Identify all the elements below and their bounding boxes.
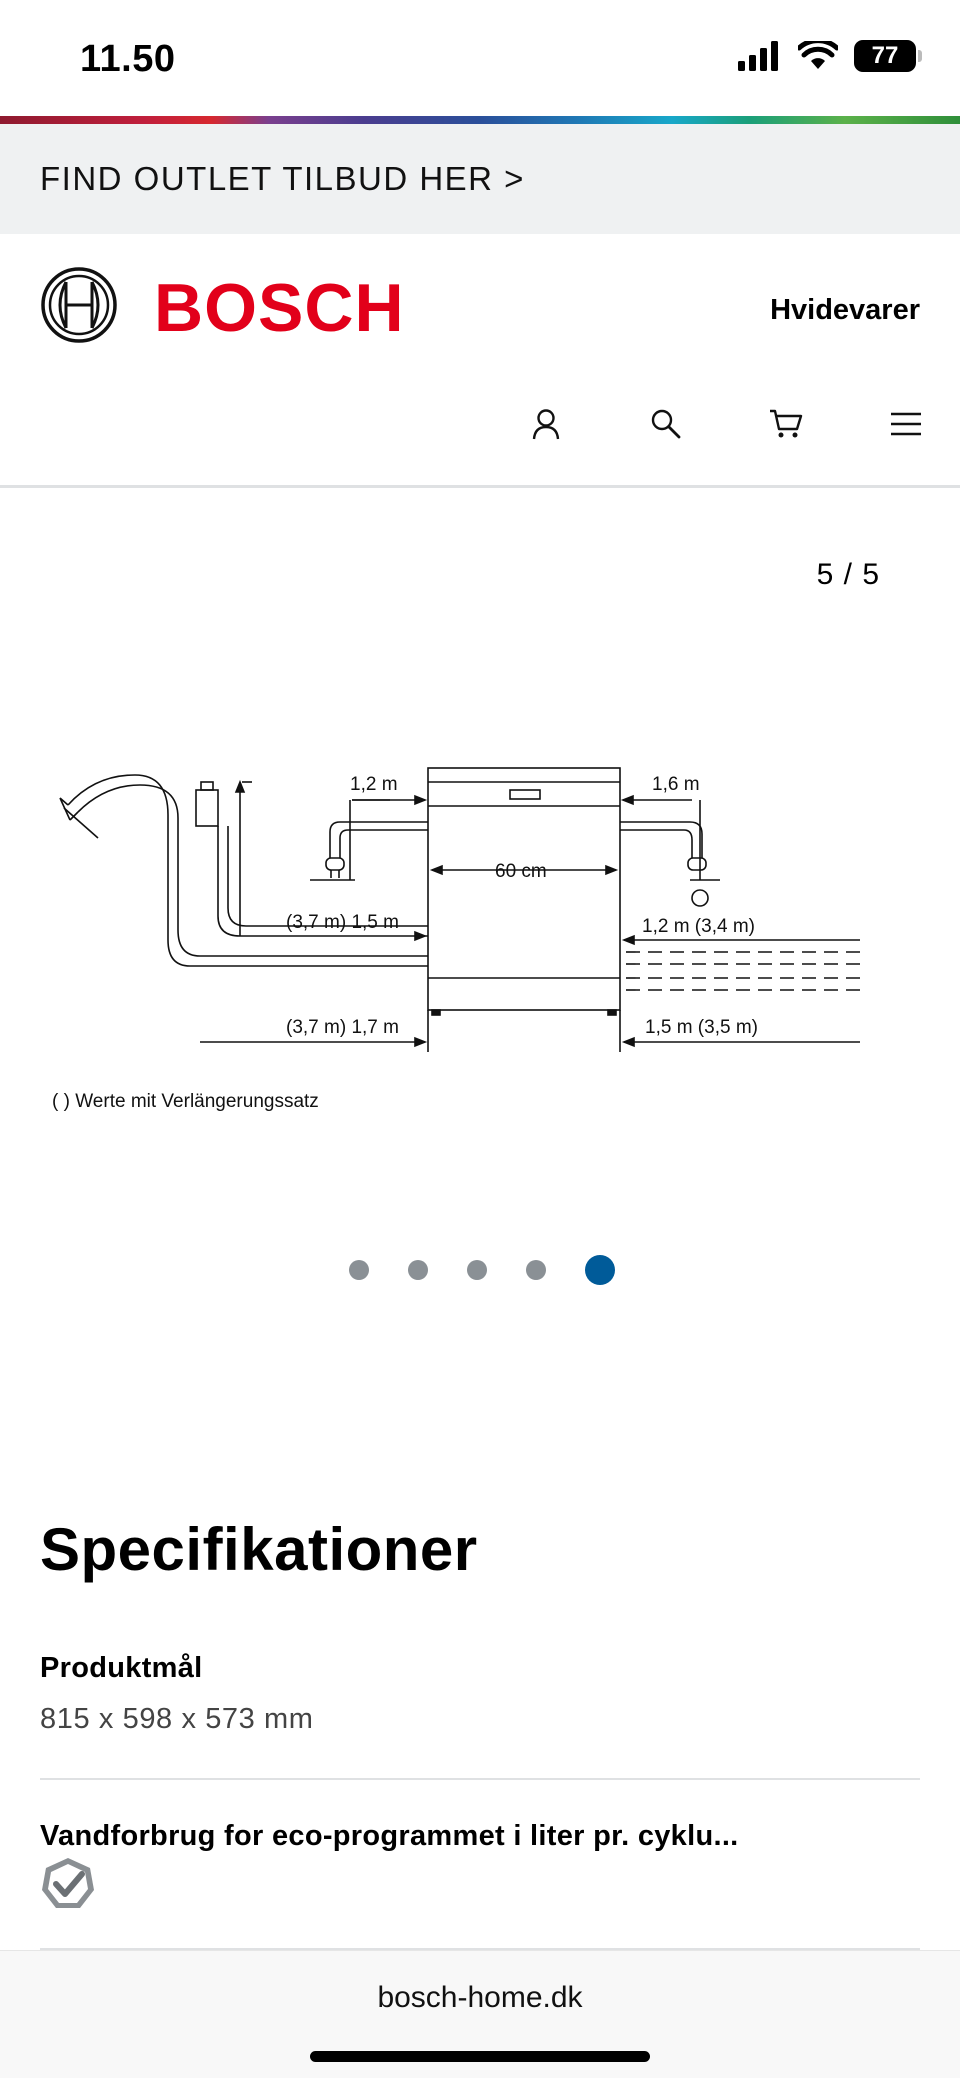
home-indicator[interactable]	[310, 2051, 650, 2062]
diagram-label-left-hose-lower: (3,7 m) 1,7 m	[286, 1017, 399, 1038]
diagram-label-width: 60 cm	[495, 861, 547, 882]
bosch-logo-icon[interactable]	[40, 266, 118, 344]
status-time: 11.50	[80, 38, 176, 80]
spec-divider	[40, 1948, 920, 1950]
gallery-counter: 5 / 5	[816, 558, 880, 591]
search-button[interactable]	[636, 394, 696, 454]
gallery-dot-4[interactable]	[526, 1260, 546, 1280]
site-header: BOSCH Hvidevarer	[0, 234, 960, 488]
wifi-icon	[798, 41, 838, 69]
spec-label: Vandforbrug for eco-programmet i liter p…	[40, 1820, 739, 1852]
diagram-note: ( ) Werte mit Verlängerungssatz	[52, 1091, 319, 1112]
installation-diagram[interactable]: 1,2 m 1,6 m 60 cm (3,7 m) 1,5 m (3,7 m) …	[40, 740, 920, 1120]
spec-divider	[40, 1778, 920, 1780]
trust-badge-icon[interactable]	[40, 1856, 96, 1912]
address-url[interactable]: bosch-home.dk	[377, 1981, 583, 2014]
outlet-promo-link[interactable]: FIND OUTLET TILBUD HER >	[0, 124, 960, 234]
brand-color-strip	[0, 116, 960, 124]
brand-logo-text[interactable]: BOSCH	[154, 270, 405, 346]
diagram-label-right-lower: 1,5 m (3,5 m)	[645, 1017, 758, 1038]
menu-icon	[891, 412, 921, 436]
gallery-dot-1[interactable]	[349, 1260, 369, 1280]
user-icon	[532, 409, 560, 440]
diagram-label-left-hose-upper: (3,7 m) 1,5 m	[286, 912, 399, 933]
battery-icon: 77	[854, 40, 922, 72]
gallery-dot-2[interactable]	[408, 1260, 428, 1280]
browser-address-bar[interactable]: bosch-home.dk	[0, 1950, 960, 2078]
signal-icon	[738, 41, 778, 71]
gallery-dot-3[interactable]	[467, 1260, 487, 1280]
spec-label: Produktmål	[40, 1652, 203, 1684]
status-icons: 77	[738, 40, 922, 72]
spec-item-water-consumption[interactable]: Vandforbrug for eco-programmet i liter p…	[40, 1820, 920, 1853]
menu-button[interactable]	[876, 394, 936, 454]
gallery-pagination	[0, 1255, 960, 1285]
gallery-dot-5-active[interactable]	[585, 1255, 615, 1285]
promo-text: FIND OUTLET TILBUD HER >	[40, 160, 525, 197]
spec-value: 815 x 598 x 573 mm	[40, 1703, 314, 1735]
diagram-label-left-top: 1,2 m	[350, 774, 398, 795]
account-button[interactable]	[516, 394, 576, 454]
specs-title: Specifikationer	[40, 1516, 478, 1583]
cart-button[interactable]	[756, 394, 816, 454]
status-bar: 11.50 77	[0, 0, 960, 118]
category-link[interactable]: Hvidevarer	[770, 294, 920, 326]
diagram-label-right-top: 1,6 m	[652, 774, 700, 795]
search-icon	[651, 409, 681, 439]
cart-icon	[770, 409, 803, 438]
spec-item-dimensions[interactable]: Produktmål 815 x 598 x 573 mm	[40, 1652, 920, 1736]
battery-level: 77	[871, 42, 899, 69]
diagram-label-right-upper: 1,2 m (3,4 m)	[642, 916, 755, 937]
header-nav-icons	[516, 394, 936, 454]
